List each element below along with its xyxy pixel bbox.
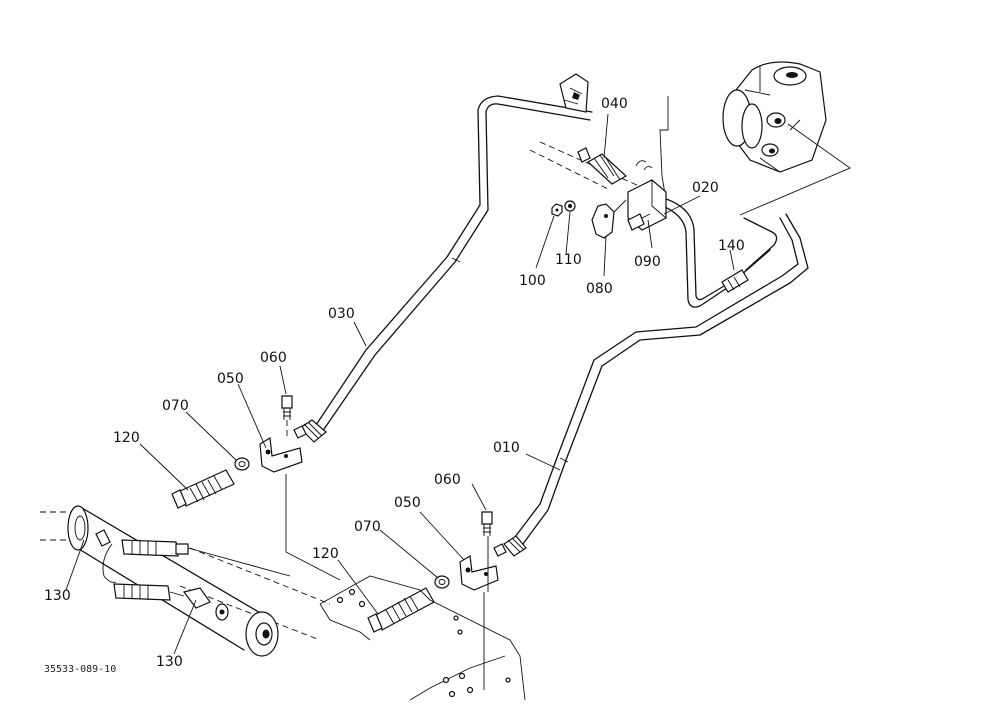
callout-labels: 040 020 140 090 080 110 100 030 060 050 … (44, 96, 745, 675)
callout-080: 080 (586, 281, 613, 297)
callout-060-upper: 060 (260, 350, 287, 366)
nut-100 (551, 203, 563, 217)
callout-130-left: 130 (44, 588, 71, 604)
pipe-010 (511, 213, 809, 549)
adapter-120-upper (171, 469, 235, 509)
bolt-060-upper (281, 395, 293, 440)
callout-040: 040 (601, 96, 628, 112)
bracket-050-upper (259, 437, 303, 473)
washer-070-lower (434, 575, 450, 589)
bracket-090 (627, 179, 667, 231)
callout-030: 030 (328, 306, 355, 322)
bolt-060-lower (481, 511, 493, 536)
callout-020: 020 (692, 180, 719, 196)
bracket-050-lower (459, 555, 499, 591)
callout-110: 110 (555, 252, 582, 268)
upper-mount-bracket (529, 73, 649, 191)
pipe-030 (313, 95, 593, 433)
leader-lines (65, 113, 735, 655)
washer-110 (564, 200, 576, 212)
mounting-plate (319, 575, 526, 701)
reference-line-left (285, 474, 341, 581)
callout-060-lower: 060 (434, 472, 461, 488)
washer-070-upper (234, 457, 250, 471)
drawing-code: 35533-089-10 (44, 664, 116, 675)
callout-120-upper: 120 (113, 430, 140, 446)
callout-050-upper: 050 (217, 371, 244, 387)
hose-coupling-140 (721, 269, 749, 293)
callout-070-upper: 070 (162, 398, 189, 414)
hose-assembly-130-lower (113, 583, 211, 609)
hose-assembly-130-upper (102, 539, 291, 583)
coupling-040 (577, 147, 628, 185)
callout-070-lower: 070 (354, 519, 381, 535)
clamp-080 (591, 199, 627, 239)
callout-140: 140 (718, 238, 745, 254)
callout-050-lower: 050 (394, 495, 421, 511)
pipe-fitting-030-end (293, 419, 327, 443)
reference-line-right (483, 536, 489, 690)
hydraulic-cylinder (40, 505, 331, 657)
callout-090: 090 (634, 254, 661, 270)
callout-100: 100 (519, 273, 546, 289)
callout-130-bottom: 130 (156, 654, 183, 670)
pipe-fitting-010-end (493, 535, 527, 557)
control-valve (722, 61, 851, 216)
pipe-020 (659, 196, 778, 308)
reference-line-upper (659, 96, 669, 201)
callout-120-lower: 120 (312, 546, 339, 562)
callout-010: 010 (493, 440, 520, 456)
